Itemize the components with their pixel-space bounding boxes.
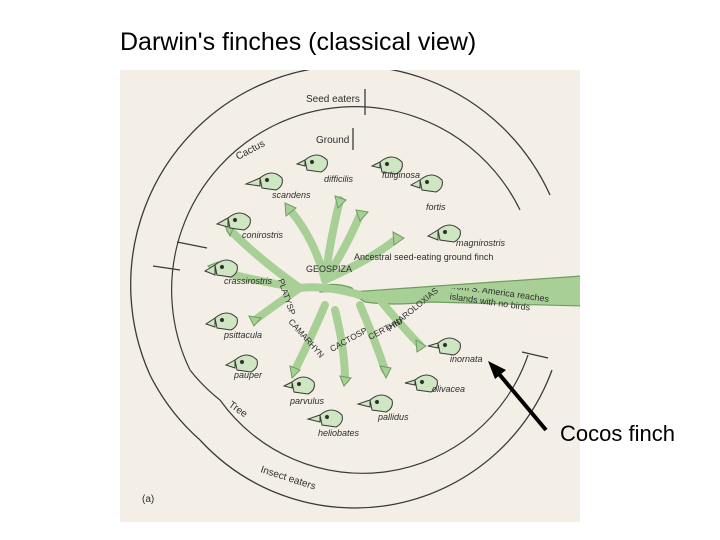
radiation-diagram: Seed eaters Ground Cactus Tree Insect ea… <box>117 62 583 522</box>
species-olivacea: olivacea <box>432 384 465 394</box>
species-pallidus: pallidus <box>377 412 409 422</box>
species-psittacula: psittacula <box>223 330 262 340</box>
species-pauper: pauper <box>233 370 263 380</box>
species-crassirostris: crassirostris <box>224 276 273 286</box>
head-fuliginosa <box>370 156 403 175</box>
head-scandens <box>244 172 283 191</box>
figure-label: (a) <box>142 494 154 505</box>
species-difficilis: difficilis <box>324 174 354 184</box>
ancestor-label: Ancestral seed-eating ground finch <box>354 252 493 262</box>
ring-ticks <box>152 89 549 359</box>
species-scandens: scandens <box>272 190 311 200</box>
head-olivacea <box>404 374 438 393</box>
species-fuliginosa: fuliginosa <box>382 170 420 180</box>
head-pallidus <box>356 394 393 413</box>
species-magnirostris: magnirostris <box>456 238 506 248</box>
branch-tips <box>207 195 427 387</box>
head-inornata <box>427 337 461 356</box>
species-inornata: inornata <box>450 354 483 364</box>
arrival-note: from S. America reaches islands with no … <box>450 288 550 313</box>
species-parvulus: parvulus <box>289 396 325 406</box>
species-conirostris: conirostris <box>242 230 284 240</box>
head-crassirostris <box>203 259 238 278</box>
head-fortis <box>409 174 443 193</box>
head-psittacula <box>204 312 238 331</box>
head-magnirostris <box>426 224 461 243</box>
species-fortis: fortis <box>426 202 446 212</box>
ground-label: Ground <box>316 135 349 146</box>
finch-heads <box>203 154 461 428</box>
seed-eaters-label: Seed eaters <box>306 94 360 105</box>
slide-title: Darwin's finches (classical view) <box>120 28 477 56</box>
genus-geospiza: GEOSPIZA <box>306 264 352 274</box>
cocos-finch-callout: Cocos finch <box>560 421 675 446</box>
head-difficilis <box>295 154 328 173</box>
head-parvulus <box>282 376 315 395</box>
head-pauper <box>224 354 258 373</box>
finch-radiation-figure: Seed eaters Ground Cactus Tree Insect ea… <box>117 62 583 522</box>
species-heliobates: heliobates <box>318 428 360 438</box>
head-heliobates <box>306 409 343 428</box>
head-conirostris <box>215 212 251 231</box>
arrival-note-text: from S. America reaches islands with no … <box>450 288 550 313</box>
branch-lines <box>211 196 424 384</box>
ancestral-trunk <box>348 275 583 307</box>
